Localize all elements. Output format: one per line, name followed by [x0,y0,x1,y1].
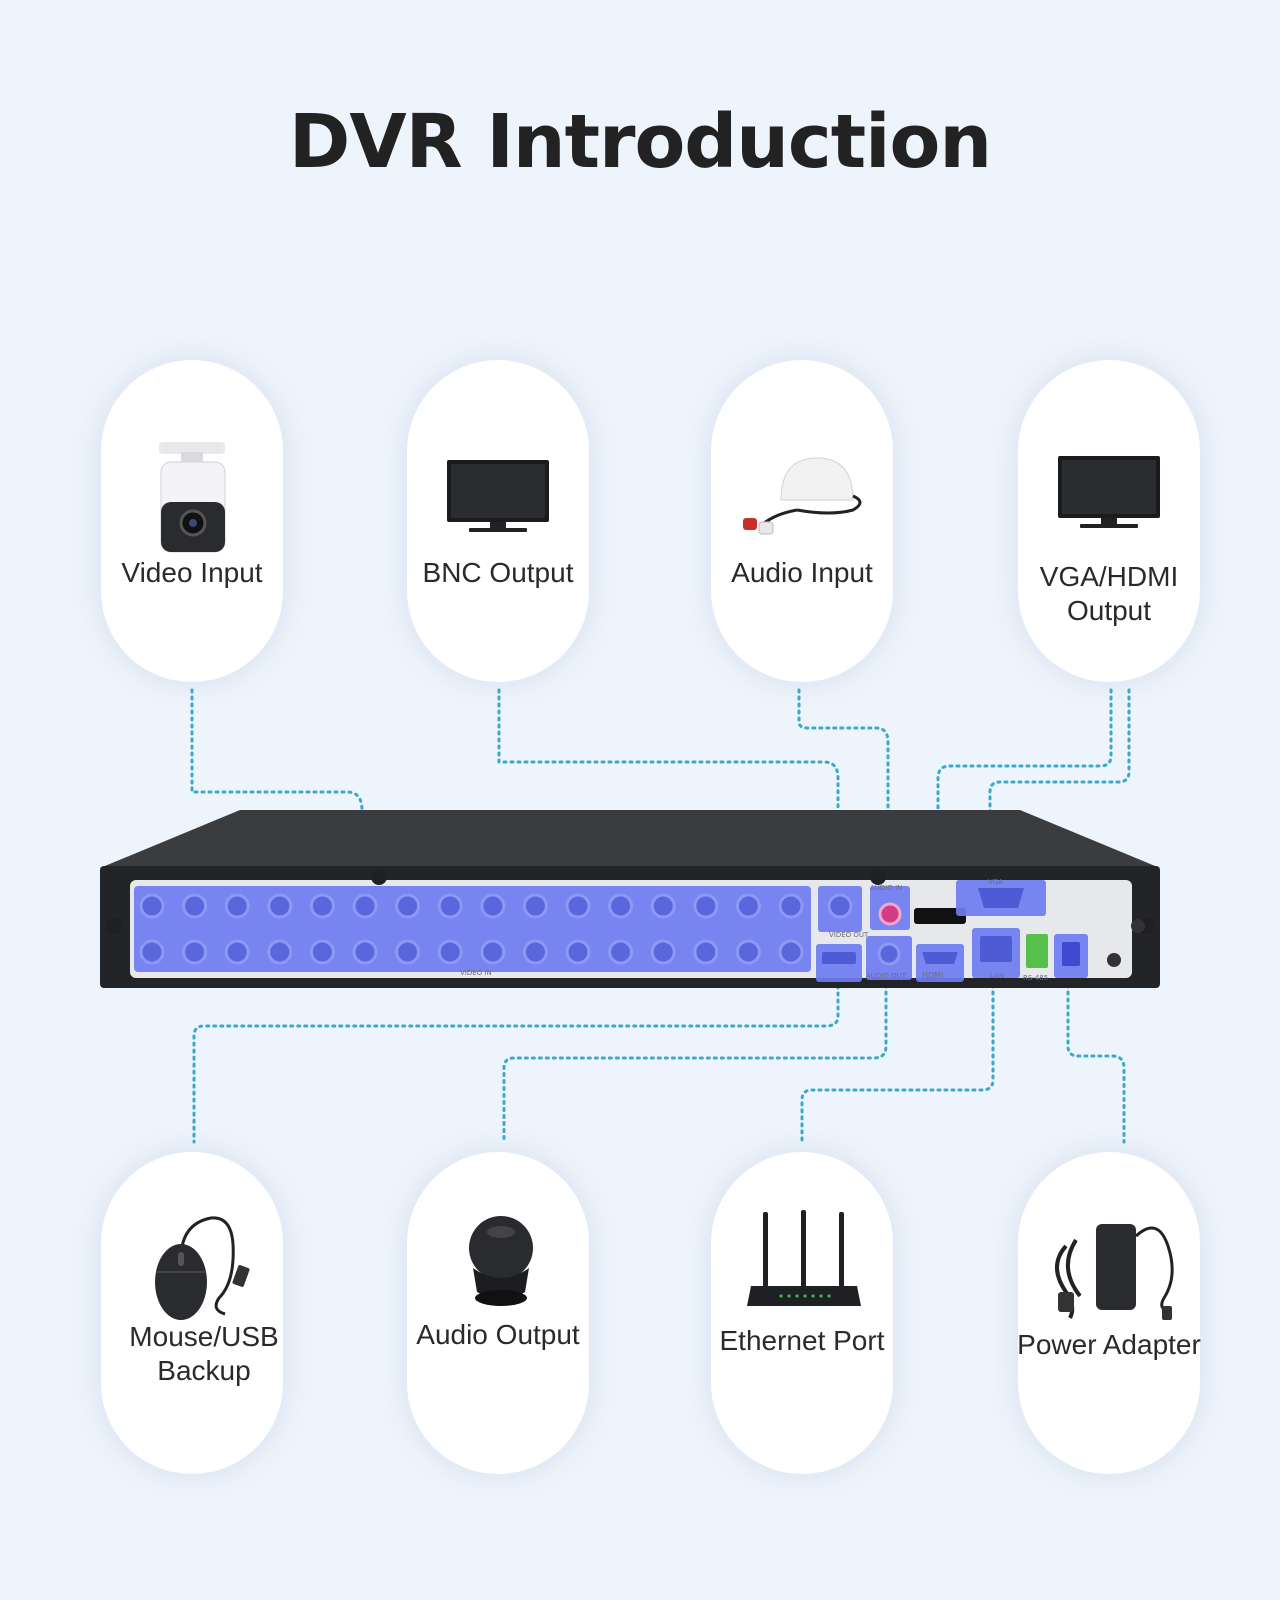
card-ethernet-port: Ethernet Port [711,1152,893,1474]
label-rs485: RS-485 [1023,974,1048,982]
card-label: Video Input [121,557,263,588]
bnc-port-icon [224,893,250,919]
bnc-port-icon [437,893,463,919]
connector-audio-output [502,962,888,1144]
usb-slot-icon [822,952,856,964]
bnc-port-icon [224,939,250,965]
card-label: VGA/HDMI Output [1039,561,1179,626]
card-label: Ethernet Port [719,1325,885,1356]
screw-icon [106,918,122,934]
bnc-port-icon [608,939,634,965]
connector-ethernet [800,962,995,1144]
hdmi-slot-icon [922,952,958,964]
dvr-top-cover [100,810,1160,868]
bnc-port-icon [778,893,804,919]
connector-bnc-output [497,688,840,894]
card-label: Audio Input [731,557,873,588]
video-in-block [134,886,811,972]
card-label: Mouse/USB Backup [129,1321,279,1386]
bnc-port-icon [395,939,421,965]
bnc-port-icon [182,893,208,919]
bnc-port-icon [565,939,591,965]
card-audio-input: Audio Input [711,360,893,682]
card-bnc-output: BNC Output [407,360,589,682]
bnc-port-icon [480,939,506,965]
screw-icon [1131,919,1145,933]
card-label: Audio Output [416,1319,580,1350]
bnc-port-icon [352,939,378,965]
mouse-icon [155,1216,250,1320]
card-video-input: Video Input [101,360,283,682]
ground-screw-icon [1107,953,1121,967]
bnc-port-icon [352,893,378,919]
lan-slot-icon [980,936,1012,962]
power-adapter-icon [1055,1224,1174,1320]
camera-icon [159,442,226,553]
label-audio-out: AUDIO OUT [866,972,907,980]
label-video-in: VIDEO IN [460,969,492,977]
label-hdmi: HDMI [922,971,943,980]
connector-lines [190,688,1131,1144]
screw-icon [870,869,886,885]
dvr-device: VIDEO IN VIDEO OUT AUDIO IN AUDIO OUT HD… [100,810,1160,988]
card-label: Power Adapter [1017,1329,1201,1360]
bnc-port-icon [522,939,548,965]
card-power-adapter: Power Adapter [1017,1152,1201,1474]
bnc-port-icon [522,893,548,919]
bnc-port-icon [139,939,165,965]
bnc-port-icon [693,893,719,919]
bnc-port-icon [608,893,634,919]
card-vga-hdmi-output: VGA/HDMI Output [1018,360,1200,682]
bnc-port-icon [139,893,165,919]
bnc-port-icon [827,893,853,919]
audio-jack-icon [877,942,901,966]
connector-usb [192,956,840,1144]
bnc-port-icon [182,939,208,965]
label-lan: LAN [990,972,1004,980]
hdmi-logo-icon [914,908,966,924]
label-audio-in: AUDIO IN [870,884,902,892]
connector-video-input [190,688,364,880]
bnc-port-icon [693,939,719,965]
bnc-port-icon [650,939,676,965]
bnc-port-icon [437,939,463,965]
card-audio-output: Audio Output [407,1152,589,1474]
card-label: BNC Output [422,557,574,588]
rs485-terminal [1026,934,1048,968]
vga-slot-icon [978,888,1024,908]
bnc-port-icon [778,939,804,965]
connector-vga-output [988,688,1131,888]
connector-audio-input [797,688,890,892]
bnc-port-icon [565,893,591,919]
bnc-port-icon [267,893,293,919]
bnc-port-icon [309,893,335,919]
bnc-ports [139,893,804,965]
audio-jack-icon [878,902,902,926]
page-title: DVR Introduction [288,99,992,185]
router-icon [747,1210,861,1306]
bnc-port-icon [395,893,421,919]
monitor-icon [1058,456,1160,528]
bnc-port-icon [735,939,761,965]
connector-hdmi-output [936,688,1113,920]
speaker-icon [469,1216,533,1306]
label-video-out: VIDEO OUT [829,931,869,939]
bnc-port-icon [735,893,761,919]
microphone-icon [743,457,862,535]
connector-power [1066,962,1126,1144]
bnc-port-icon [309,939,335,965]
bnc-port-icon [267,939,293,965]
bnc-port-icon [650,893,676,919]
card-mouse-usb-backup: Mouse/USB Backup [101,1152,283,1474]
power-jack-icon [1062,942,1080,966]
screw-icon [371,869,387,885]
label-vga: VGA [988,878,1003,886]
monitor-icon [447,460,549,532]
bnc-port-icon [480,893,506,919]
